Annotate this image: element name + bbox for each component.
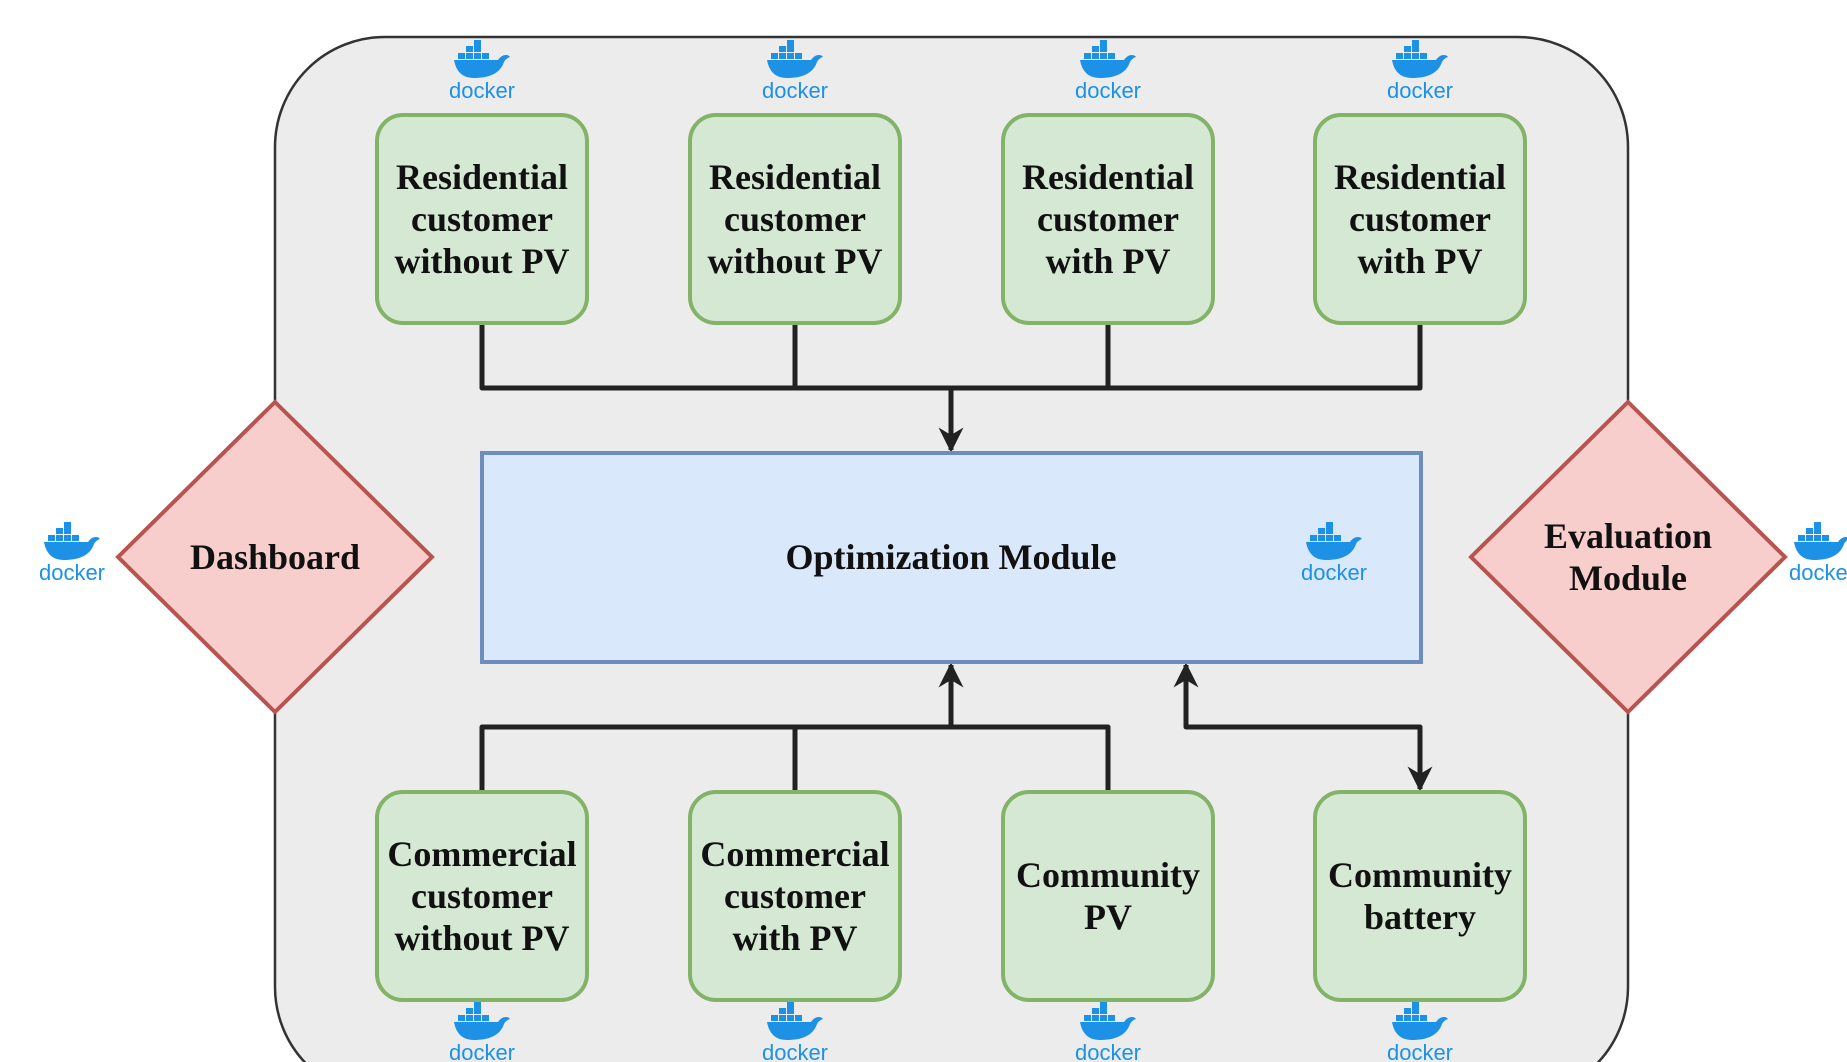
docker-label: docker — [762, 78, 828, 103]
top-module-label-line: without PV — [394, 241, 569, 281]
docker-icon: docker — [449, 1002, 515, 1062]
docker-label: docker — [1789, 560, 1847, 585]
evaluation-module-label-line: Evaluation — [1544, 516, 1712, 556]
docker-label: docker — [1075, 1040, 1141, 1062]
top-module-label-line: Residential — [709, 157, 881, 197]
docker-icon: docker — [1789, 522, 1847, 585]
top-module-label-line: customer — [724, 199, 866, 239]
bottom-module-label-line: PV — [1084, 897, 1132, 937]
evaluation-module-label-line: Module — [1569, 558, 1687, 598]
docker-icon: docker — [762, 40, 828, 103]
top-module-label-line: with PV — [1046, 241, 1171, 281]
bottom-module-label-line: customer — [411, 876, 553, 916]
connectors — [479, 323, 1433, 792]
optimization-module-label: Optimization Module — [786, 537, 1117, 577]
dashboard-label-line: Dashboard — [190, 537, 360, 577]
top-module-box — [1001, 113, 1215, 325]
docker-icon: docker — [1075, 1002, 1141, 1062]
bottom-module-box — [688, 790, 902, 1002]
bottom-module-label-line: battery — [1364, 897, 1476, 937]
docker-label: docker — [1301, 560, 1367, 585]
top-module-label-line: customer — [1349, 199, 1491, 239]
bottom-module-label-line: Community — [1328, 855, 1512, 895]
battery-bidirectional-arrow — [1173, 662, 1433, 792]
bottom-module-label-line: without PV — [394, 918, 569, 958]
top-module-label-line: Residential — [1334, 157, 1506, 197]
top-module-box — [1313, 113, 1527, 325]
top-module-label-line: Residential — [1022, 157, 1194, 197]
bottom-module-box — [375, 790, 589, 1002]
docker-label: docker — [1387, 1040, 1453, 1062]
docker-icon: docker — [449, 40, 515, 103]
top-module-label-line: without PV — [707, 241, 882, 281]
bottom-module-box — [1313, 790, 1527, 1002]
bottom-module-label-line: Commercial — [387, 834, 576, 874]
docker-label: docker — [1387, 78, 1453, 103]
docker-label: docker — [762, 1040, 828, 1062]
optimization-module: Optimization Module docker — [480, 451, 1423, 664]
optimization-module-box — [480, 451, 1423, 664]
top-module-box — [375, 113, 589, 325]
docker-icon: docker — [1387, 1002, 1453, 1062]
docker-icon: docker — [1075, 40, 1141, 103]
top-module-label-line: Residential — [396, 157, 568, 197]
docker-label: docker — [39, 560, 105, 585]
bottom-module-label-line: Commercial — [700, 834, 889, 874]
docker-label: docker — [449, 1040, 515, 1062]
top-module-label-line: customer — [411, 199, 553, 239]
evaluation-module-shape — [1468, 399, 1788, 715]
top-module-label-line: with PV — [1358, 241, 1483, 281]
docker-icon: docker — [1301, 522, 1367, 585]
dashboard: Dashboard — [115, 399, 435, 715]
bottom-module-box — [1001, 790, 1215, 1002]
docker-icon: docker — [1387, 40, 1453, 103]
dashboard-shape — [115, 399, 435, 715]
docker-icon: docker — [762, 1002, 828, 1062]
bottom-module-label-line: with PV — [733, 918, 858, 958]
docker-label: docker — [1075, 78, 1141, 103]
top-module-label-line: customer — [1037, 199, 1179, 239]
top-module-box — [688, 113, 902, 325]
bottom-module-label-line: customer — [724, 876, 866, 916]
docker-label: docker — [449, 78, 515, 103]
docker-icon: docker — [39, 522, 105, 585]
bottom-module-label-line: Community — [1016, 855, 1200, 895]
